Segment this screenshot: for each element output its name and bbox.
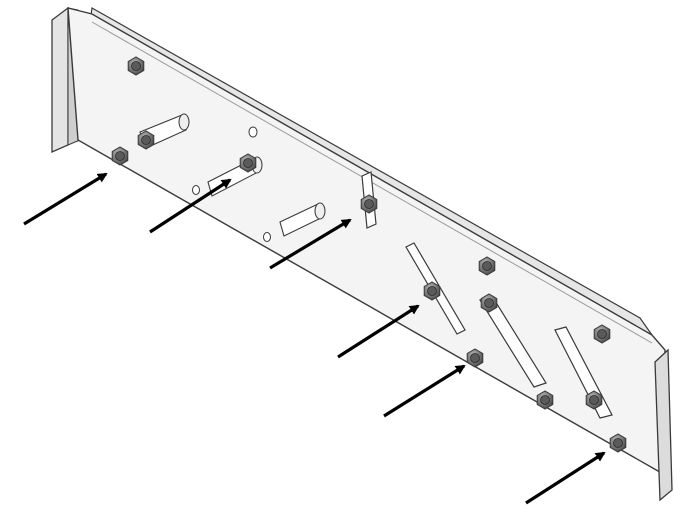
hex-nut [585, 390, 603, 410]
hex-nut [360, 194, 378, 214]
callout-arrow [337, 304, 420, 359]
hex-nut [127, 56, 145, 76]
callout-arrows [23, 172, 606, 505]
callout-arrow [525, 451, 606, 505]
round-holes [192, 126, 271, 242]
hex-nut [536, 390, 554, 410]
callout-arrow [383, 364, 466, 418]
hex-nut [593, 324, 611, 344]
callout-arrow [269, 218, 352, 270]
callout-arrow [149, 178, 232, 234]
fasteners [111, 56, 627, 453]
right-flange [654, 348, 673, 502]
hex-nut [137, 130, 155, 150]
hex-nut [466, 348, 484, 368]
main-plate [67, 7, 666, 477]
hex-nut [423, 281, 441, 301]
hex-nut [111, 146, 129, 166]
hex-nut [239, 153, 257, 173]
hex-nut [480, 293, 498, 313]
hex-nut [609, 433, 627, 453]
callout-arrow [23, 172, 108, 226]
hex-nut [478, 256, 496, 276]
